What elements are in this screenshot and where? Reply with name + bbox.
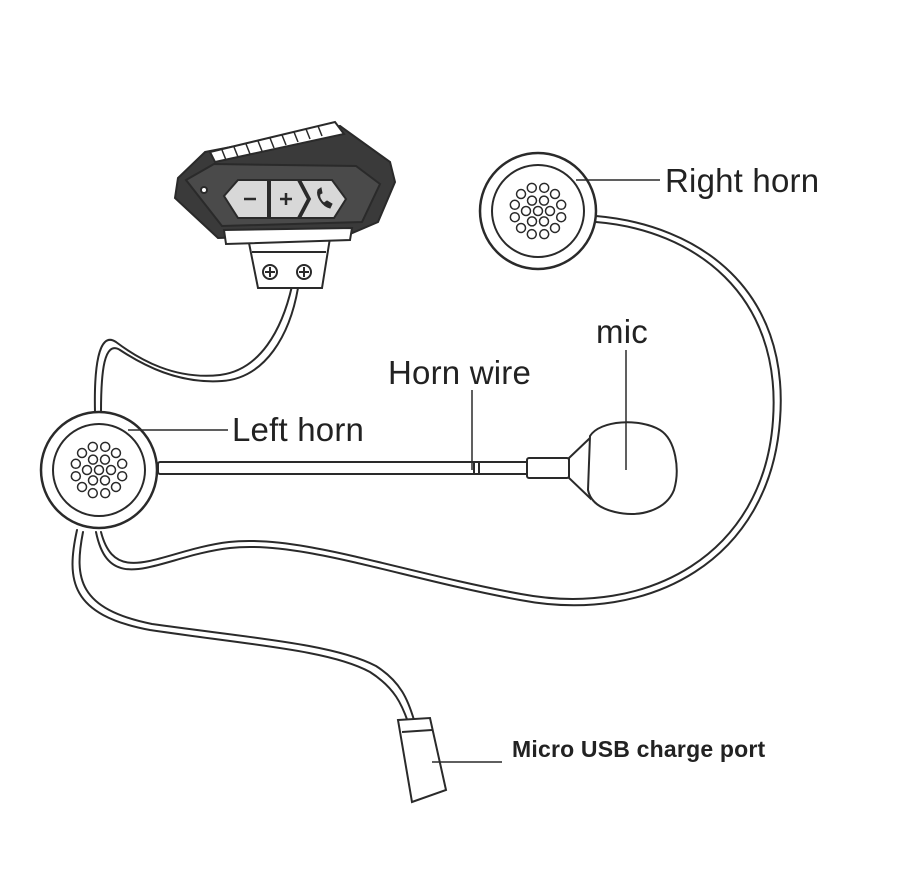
grille-hole [520, 205, 532, 217]
right-horn [478, 151, 598, 271]
grille-hole [526, 216, 538, 227]
grille-hole [81, 464, 93, 476]
grille-hole [515, 222, 527, 234]
grille-hole [99, 454, 111, 465]
grille-hole [99, 475, 111, 486]
usb-cable-inner [78, 531, 415, 721]
grille-hole [544, 205, 556, 217]
horn-wire-label: Horn wire [388, 354, 532, 391]
grille-hole [515, 188, 527, 200]
right-horn-cable-inner [100, 221, 775, 600]
right-horn-cable [95, 215, 782, 607]
grille-hole [549, 188, 561, 200]
grille-hole [116, 470, 128, 482]
grille-hole [526, 195, 538, 206]
grille-hole [538, 228, 550, 240]
grille-hole [70, 470, 82, 482]
grille-hole [555, 199, 567, 211]
grille-hole [110, 447, 122, 459]
usb-connector [396, 716, 448, 804]
grille-hole [70, 458, 82, 470]
controller-buttons [222, 179, 348, 219]
grille-hole [526, 182, 538, 194]
grille-hole [532, 205, 544, 217]
controller-cable-inner [100, 287, 299, 413]
grille-hole [116, 458, 128, 470]
grille-hole [87, 475, 99, 486]
right-horn-label: Right horn [665, 162, 820, 199]
grille-hole [76, 481, 88, 493]
grille-hole [538, 182, 550, 194]
usb-cable [71, 529, 409, 723]
horn-wire [157, 435, 591, 501]
grille-hole [509, 211, 521, 223]
grille-hole [110, 481, 122, 493]
grille-hole [76, 447, 88, 459]
grille-hole [555, 211, 567, 223]
controller-cable [93, 285, 293, 413]
grille-hole [87, 441, 99, 453]
left-horn [39, 410, 159, 530]
grille-hole [549, 222, 561, 234]
phone-button [298, 179, 348, 219]
grille-hole [87, 487, 99, 499]
left-horn-label: Left horn [232, 411, 365, 448]
grille-hole [93, 464, 105, 476]
grille-hole [99, 441, 111, 453]
grille-hole [509, 199, 521, 211]
grille-hole [87, 454, 99, 465]
grille-hole [99, 487, 111, 499]
grille-hole [538, 216, 550, 227]
usb-port-label: Micro USB charge port [512, 736, 766, 762]
grille-hole [526, 228, 538, 240]
grille-hole [105, 464, 117, 476]
grille-hole [538, 195, 550, 206]
mic-label: mic [596, 313, 648, 350]
phone-icon [317, 187, 333, 209]
mic-capsule [586, 421, 678, 515]
